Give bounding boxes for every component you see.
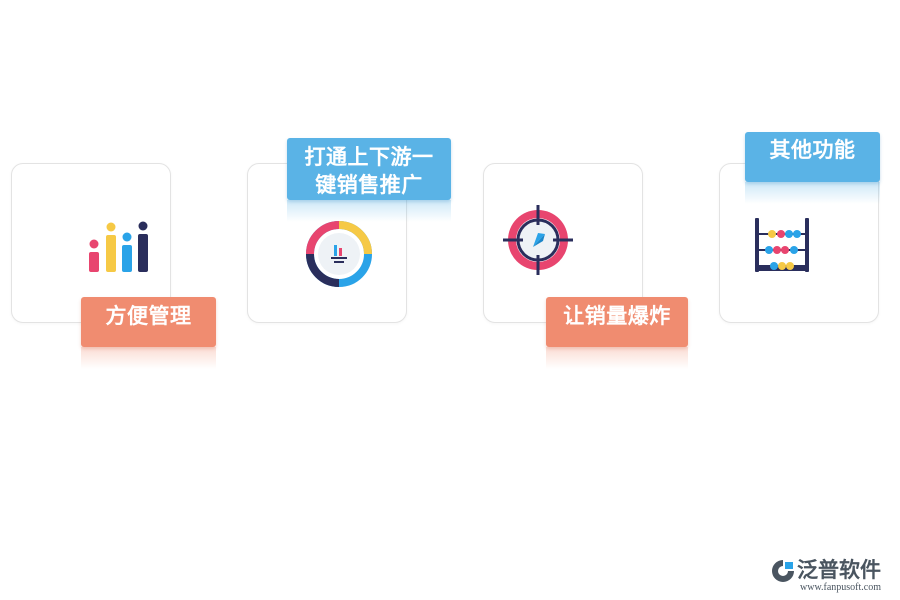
feature-label-other-functions: 其他功能 [745, 132, 880, 182]
brand-logo: 泛普软件 www.fanpusoft.com [770, 556, 896, 596]
feature-label-sales-promotion: 打通上下游一键销售推广 [287, 138, 451, 200]
pie-chart-icon [306, 221, 372, 287]
feature-label-management: 方便管理 [81, 297, 216, 347]
label-reflection [546, 347, 688, 369]
abacus-icon [755, 218, 809, 272]
brand-logo-mark [772, 560, 794, 582]
target-icon [503, 205, 573, 275]
feature-label-sales-boost: 让销量爆炸 [546, 297, 688, 347]
brand-name: 泛普软件 [797, 558, 881, 582]
label-reflection [81, 347, 216, 369]
brand-url: www.fanpusoft.com [800, 582, 882, 593]
bar-chart-icon [89, 221, 148, 272]
